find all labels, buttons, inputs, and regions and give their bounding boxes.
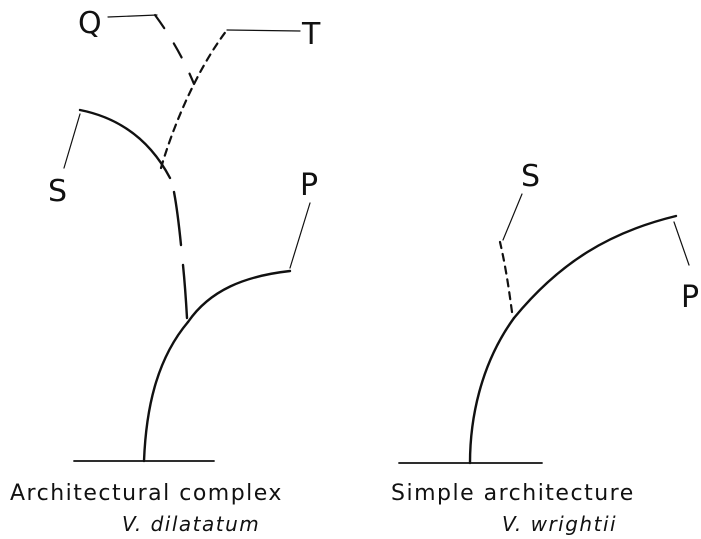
left-primary-shoot-p	[186, 269, 292, 324]
left-species-name: V. dilatatum	[122, 512, 260, 536]
left-s-leader-line	[63, 113, 81, 169]
left-secondary-shoot-mid	[172, 190, 183, 247]
left-quaternary-shoot-q	[153, 13, 196, 86]
left-secondary-shoot-upper	[78, 108, 172, 180]
left-tertiary-shoot-t	[159, 28, 229, 170]
right-secondary-shoot-s	[498, 240, 514, 314]
right-primary-shoot-p	[512, 214, 678, 320]
right-p-leader-line	[673, 221, 690, 266]
right-trunk	[468, 316, 516, 465]
right-species-name: V. wrightii	[502, 512, 617, 536]
q-leader-line	[107, 14, 158, 18]
right-label-p: P	[681, 280, 699, 315]
right-label-s: S	[521, 159, 540, 194]
label-q: Q	[78, 6, 102, 41]
left-caption: Architectural complex	[10, 481, 283, 506]
left-secondary-shoot-lower	[181, 263, 189, 320]
t-leader-line	[226, 29, 301, 32]
left-p-leader-line	[289, 202, 311, 269]
left-panel: Q T S P Architectural complex V. dilatat…	[10, 6, 321, 536]
right-panel: S P Simple architecture V. wrightii	[391, 159, 699, 536]
left-trunk	[142, 320, 190, 463]
left-label-p: P	[300, 168, 318, 203]
right-s-leader-line	[502, 193, 523, 241]
right-caption: Simple architecture	[391, 481, 635, 506]
left-label-s: S	[48, 174, 67, 209]
label-t: T	[301, 17, 321, 52]
